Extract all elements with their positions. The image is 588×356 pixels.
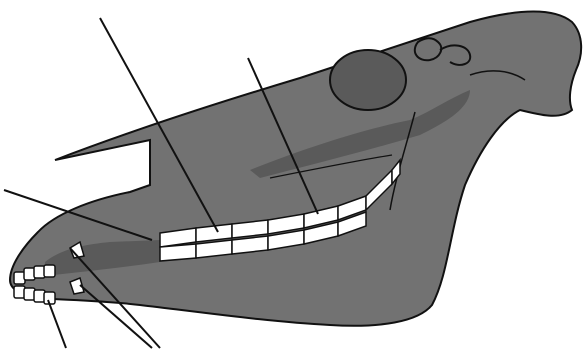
lower-molar (160, 244, 196, 261)
lower-molar (196, 240, 232, 258)
upper-molar (232, 220, 268, 238)
orbit (330, 50, 406, 110)
leader-line-6 (48, 300, 66, 348)
lower-molar (232, 236, 268, 254)
upper-incisor (44, 265, 55, 277)
